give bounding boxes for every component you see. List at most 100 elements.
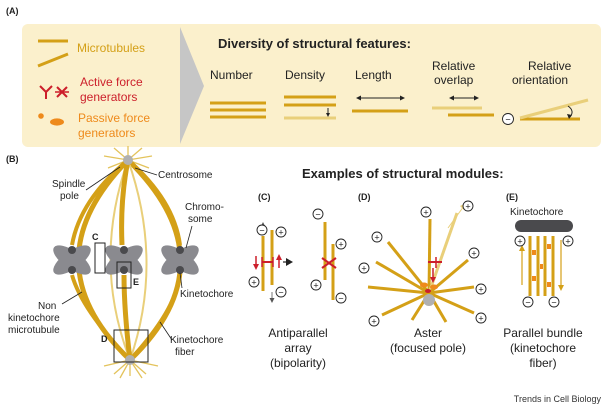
legend-passive-line1: Passive force	[78, 111, 150, 125]
legend-passive-line2: generators	[78, 126, 135, 140]
box-d-label: D	[101, 334, 108, 344]
panel-d-tag: (D)	[358, 192, 371, 202]
box-e	[116, 261, 132, 289]
feature-overlap-label2: overlap	[434, 73, 474, 87]
svg-text:+: +	[371, 317, 376, 327]
label-nonkt-2: kinetochore	[8, 313, 60, 324]
box-c-label: C	[92, 232, 99, 242]
feature-length: Length	[352, 68, 408, 113]
panel-d-caption-1: Aster	[414, 326, 442, 340]
svg-text:+: +	[465, 202, 470, 212]
svg-text:−: −	[505, 115, 510, 125]
feature-density-label: Density	[285, 68, 325, 82]
panel-d-aster	[367, 203, 475, 323]
svg-text:−: −	[259, 226, 264, 236]
svg-text:+: +	[313, 281, 318, 291]
panel-c-caption-3: (bipolarity)	[270, 356, 326, 370]
svg-text:+: +	[478, 285, 483, 295]
legend-microtubules: Microtubules	[77, 41, 145, 55]
feature-number: Number	[210, 68, 266, 119]
polarity-markers-c: − + + − − + + −	[248, 208, 347, 304]
diversity-title: Diversity of structural features:	[218, 36, 411, 51]
svg-text:+: +	[251, 278, 256, 288]
arrow-right-icon	[286, 258, 293, 266]
svg-text:+: +	[338, 240, 343, 250]
active-force-generator-icon	[39, 85, 69, 99]
chromosome-left	[53, 245, 91, 275]
svg-text:+: +	[517, 237, 522, 247]
svg-text:−: −	[525, 298, 530, 308]
legend: Microtubules Active force generators Pas…	[37, 39, 150, 140]
kt-fiber-center-top	[119, 159, 131, 246]
minus-end-icon	[502, 113, 514, 125]
active-motor-icon-3	[428, 257, 442, 283]
box-e-label: E	[133, 277, 139, 287]
kt-fiber-left-bottom	[70, 274, 132, 362]
svg-text:+: +	[374, 233, 379, 243]
feature-number-label: Number	[210, 68, 253, 82]
panel-a-tag: (A)	[6, 6, 19, 16]
label-spindle-pole-2: pole	[60, 191, 79, 202]
centrosome-top	[123, 155, 133, 165]
label-chromosome-2: some	[188, 214, 213, 225]
panel-b-labels: Centrosome Spindle pole Chromo- some Kin…	[8, 166, 234, 358]
chromosome-center	[105, 245, 143, 275]
passive-crosslinker-icon	[420, 282, 438, 293]
label-kinetochore: Kinetochore	[180, 289, 234, 300]
label-kt-fiber-1: Kinetochore	[170, 335, 224, 346]
legend-active-line2: generators	[80, 90, 137, 104]
microtubule-legend-icon	[37, 39, 69, 68]
box-d	[113, 329, 149, 363]
panel-e-bundle	[519, 236, 564, 296]
feature-length-label: Length	[355, 68, 392, 82]
centrosome-bottom	[125, 355, 135, 365]
box-c	[94, 242, 106, 274]
panel-e-caption-2: (kinetochore	[510, 341, 576, 355]
panel-e-kinetochore-label: Kinetochore	[510, 207, 564, 218]
panel-e-caption-1: Parallel bundle	[503, 326, 583, 340]
label-spindle-pole-1: Spindle	[52, 179, 86, 190]
kinetochore-plate	[515, 220, 573, 232]
svg-text:+: +	[423, 208, 428, 218]
panel-a-arrow	[180, 27, 204, 144]
svg-text:−: −	[278, 288, 283, 298]
label-kt-fiber-2: fiber	[175, 347, 195, 358]
polarity-markers-e: + + − −	[514, 235, 574, 308]
svg-text:−: −	[338, 294, 343, 304]
svg-text:+: +	[565, 237, 570, 247]
svg-text:+: +	[478, 314, 483, 324]
panel-e-caption-3: fiber)	[529, 356, 556, 370]
kt-fiber-right-bottom	[128, 274, 182, 362]
passive-force-generator-icon	[38, 113, 64, 126]
svg-text:+: +	[471, 249, 476, 259]
label-centrosome: Centrosome	[158, 170, 213, 181]
feature-overlap-label1: Relative	[432, 59, 476, 73]
feature-orientation: Relative orientation −	[502, 59, 589, 125]
active-motor-icon-2	[321, 257, 337, 269]
chromosome-right	[161, 245, 199, 275]
panel-e-tag: (E)	[506, 192, 518, 202]
feature-density: Density	[284, 68, 336, 120]
label-chromosome-1: Chromo-	[185, 202, 224, 213]
modules-title: Examples of structural modules:	[302, 166, 504, 181]
svg-text:−: −	[315, 210, 320, 220]
panel-d-caption-2: (focused pole)	[390, 341, 466, 355]
active-motor-icon	[253, 254, 282, 270]
panel-b-tag: (B)	[6, 154, 19, 164]
legend-active-line1: Active force	[80, 75, 143, 89]
journal-footer: Trends in Cell Biology	[514, 394, 602, 404]
panel-c-caption-1: Antiparallel	[268, 326, 327, 340]
svg-text:+: +	[278, 228, 283, 238]
panel-c-caption-2: array	[284, 341, 311, 355]
polarity-markers-d: + + + + + + + +	[358, 200, 487, 327]
label-nonkt-3: microtubule	[8, 325, 60, 336]
svg-text:−: −	[551, 298, 556, 308]
feature-overlap: Relative overlap	[432, 59, 494, 117]
feature-orient-label2: orientation	[512, 73, 568, 87]
feature-orient-label1: Relative	[528, 59, 572, 73]
kt-fiber-center-bottom	[121, 274, 133, 361]
spindle: C E D	[53, 146, 199, 379]
svg-text:+: +	[361, 264, 366, 274]
label-nonkt-1: Non	[38, 301, 56, 312]
